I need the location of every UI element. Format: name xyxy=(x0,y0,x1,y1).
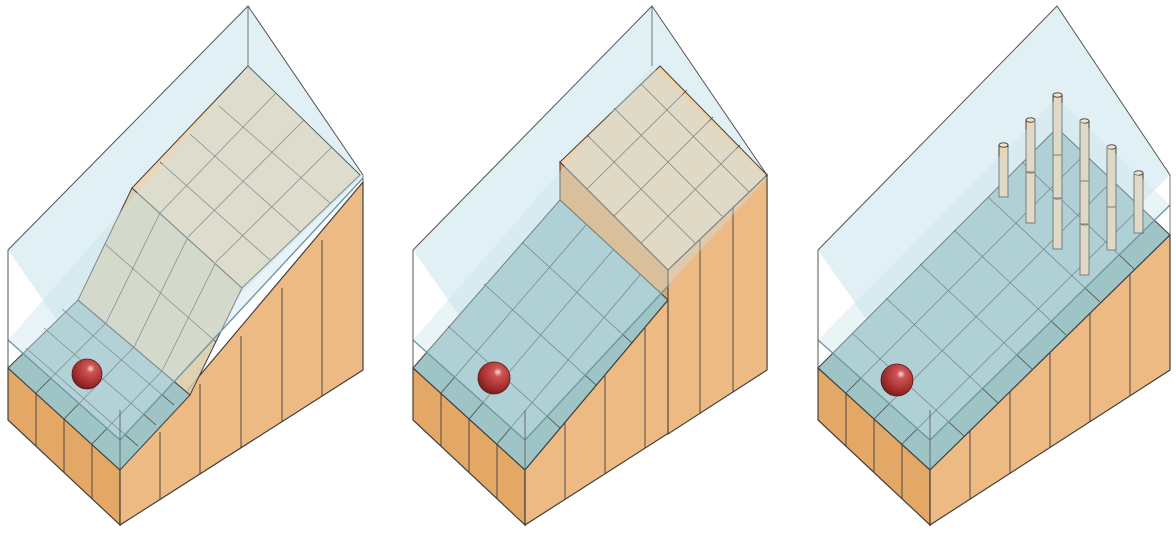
panel-slope xyxy=(8,6,363,525)
panel-step xyxy=(413,6,767,525)
ball-marker xyxy=(72,359,102,389)
ball-marker xyxy=(478,362,510,394)
ball-marker xyxy=(881,364,913,396)
panel-pillars xyxy=(818,6,1170,525)
